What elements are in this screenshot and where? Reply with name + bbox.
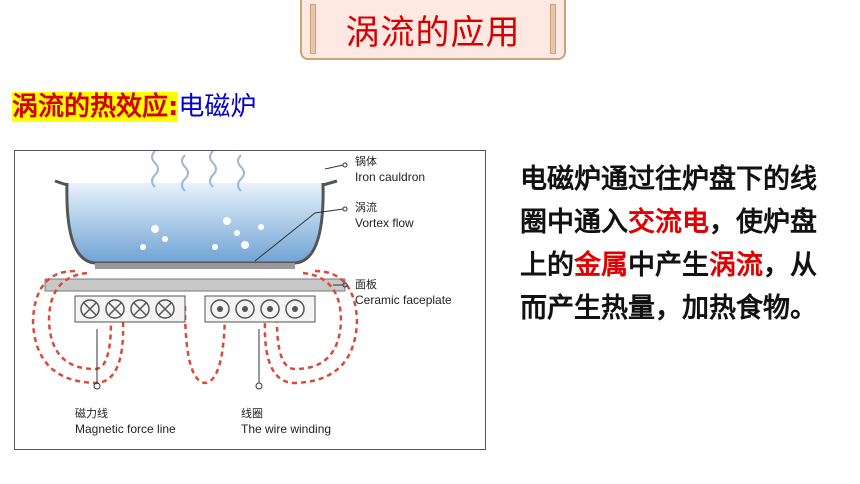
pot-label-en: Iron cauldron xyxy=(355,170,425,184)
magnetic-field-lines xyxy=(31,269,359,385)
induction-cooker-diagram: 锅体 Iron cauldron 涡流 Vortex flow 面板 Ceram… xyxy=(14,150,486,450)
desc-part-1: 电磁炉通过往炉盘下的线圈中通入 xyxy=(520,164,817,238)
page-title: 涡流的应用 xyxy=(345,12,521,53)
subtitle-topic: 电磁炉 xyxy=(178,92,257,122)
desc-part-4: ，从而产生热量，加热食物。 xyxy=(520,250,817,324)
title-banner: 涡流的应用 xyxy=(300,0,566,60)
bubbles xyxy=(140,217,264,250)
desc-eddy-current: 涡流 xyxy=(709,250,763,281)
description: 电磁炉通过往炉盘下的线圈中通入交流电，使炉盘上的金属中产生涡流，从而产生热量，加… xyxy=(520,158,840,330)
pot xyxy=(54,179,338,269)
plate-label-cn: 面板 xyxy=(355,277,377,291)
desc-metal: 金属 xyxy=(574,250,628,281)
subtitle-colon: : xyxy=(168,92,179,122)
pot-label-cn: 锅体 xyxy=(355,154,377,168)
winding-label-cn: 线圈 xyxy=(241,406,263,420)
desc-ac-current: 交流电 xyxy=(628,207,709,238)
winding-label-en: The wire winding xyxy=(241,422,331,436)
magnetic-label-cn: 磁力线 xyxy=(75,406,108,420)
desc-part-2: ，使炉盘上的 xyxy=(520,207,817,281)
vortex-label-en: Vortex flow xyxy=(355,216,414,230)
desc-part-3: 中产生 xyxy=(628,250,709,281)
subtitle: 涡流的热效应:电磁炉 xyxy=(12,86,256,123)
ceramic-plate xyxy=(44,278,346,292)
vortex-label-cn: 涡流 xyxy=(355,200,377,214)
steam xyxy=(151,151,245,192)
coil-winding xyxy=(74,295,316,323)
plate-label-en: Ceramic faceplate xyxy=(355,293,452,307)
magnetic-label-en: Magnetic force line xyxy=(75,422,176,436)
subtitle-highlight: 涡流的热效应 xyxy=(12,92,169,122)
